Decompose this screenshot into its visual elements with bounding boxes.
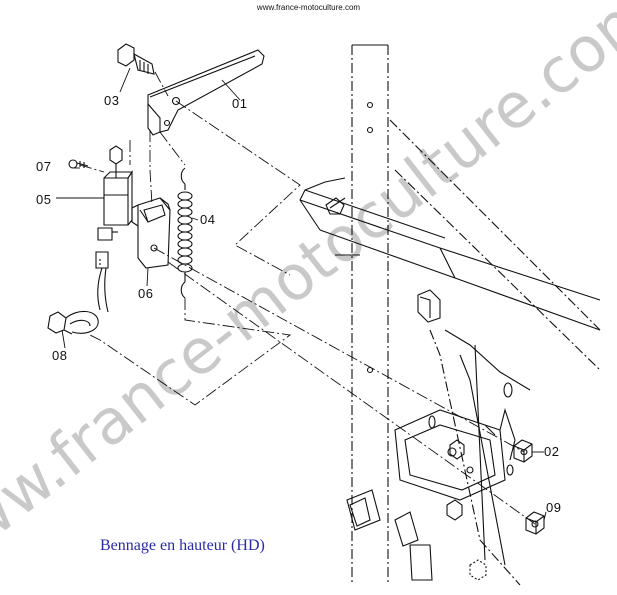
nut-lower <box>525 511 545 535</box>
part-label-04: 04 <box>200 212 216 227</box>
diagram-caption: Bennage en hauteur (HD) <box>100 537 265 554</box>
part-label-01: 01 <box>232 96 248 111</box>
part-label-06: 06 <box>138 286 154 301</box>
part-label-09: 09 <box>546 500 562 515</box>
cable-clamp <box>47 310 99 335</box>
part-label-08: 08 <box>52 348 68 363</box>
part-label-05: 05 <box>36 192 52 207</box>
part-label-02: 02 <box>544 444 560 459</box>
frame <box>299 44 601 586</box>
switch-actuator <box>95 145 134 313</box>
leader-lines <box>56 67 547 521</box>
lever-arm <box>147 49 265 136</box>
assembly-lines <box>79 71 536 525</box>
bolt <box>117 43 155 75</box>
small-screw <box>68 159 89 169</box>
bracket-plate <box>131 197 171 269</box>
part-label-03: 03 <box>104 93 120 108</box>
nut <box>513 439 533 463</box>
source-url: www.france-motoculture.com <box>256 3 361 12</box>
spring <box>177 167 193 299</box>
part-label-07: 07 <box>36 159 52 174</box>
